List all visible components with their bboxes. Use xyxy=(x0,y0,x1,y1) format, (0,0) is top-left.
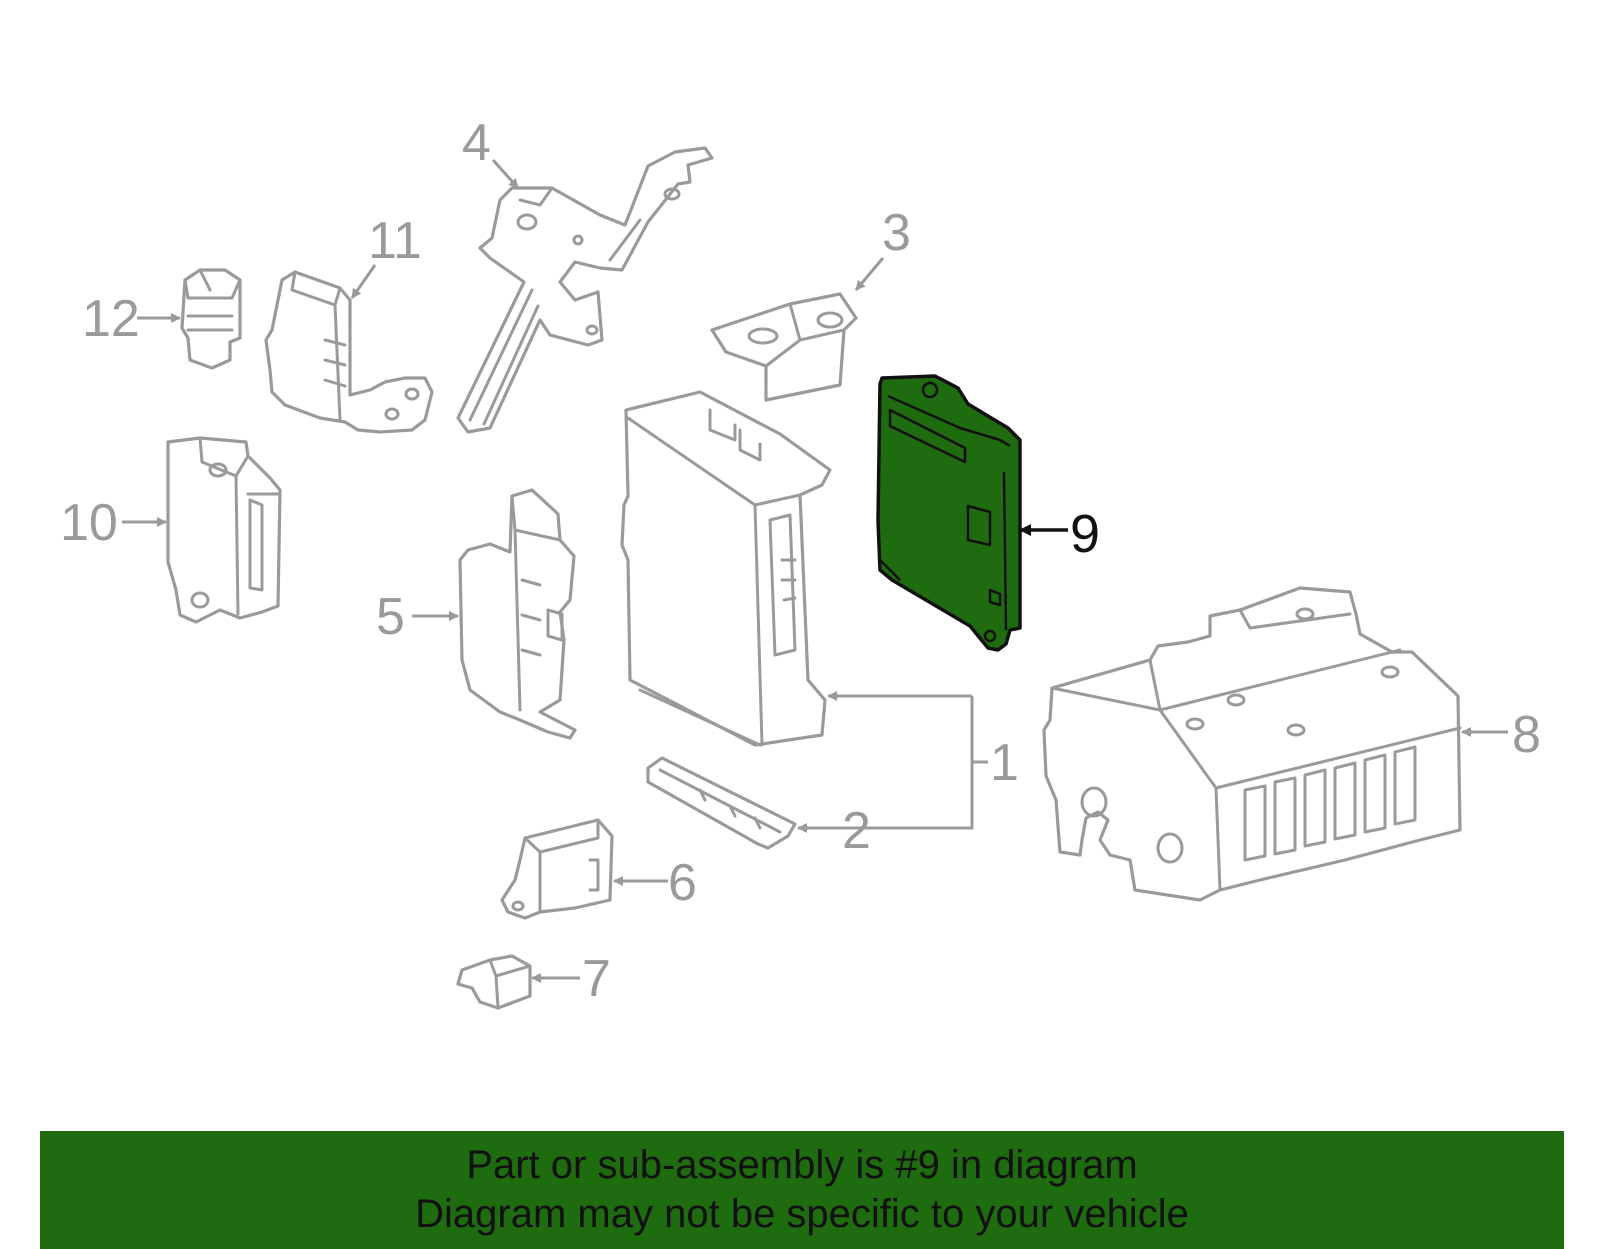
callout-10: 10 xyxy=(60,494,118,552)
leader-lines xyxy=(122,159,1508,983)
callout-numbers: 4 3 11 12 10 5 1 2 6 7 8 9 xyxy=(60,114,1541,1008)
part-2-cover xyxy=(646,756,797,850)
callout-12: 12 xyxy=(82,290,140,348)
part-7-clip xyxy=(456,954,532,1010)
part-8-fuse-box xyxy=(1042,586,1462,902)
callout-4: 4 xyxy=(462,114,491,172)
part-11-relay-bracket xyxy=(264,270,434,434)
part-1-junction-block xyxy=(620,390,832,747)
callout-8: 8 xyxy=(1512,706,1541,764)
info-banner: Part or sub-assembly is #9 in diagram Di… xyxy=(40,1131,1564,1249)
part-12-relay xyxy=(180,268,242,370)
part-10-relay-bracket xyxy=(166,436,282,624)
callout-11: 11 xyxy=(368,212,422,270)
callout-5: 5 xyxy=(376,588,405,646)
banner-line-1: Part or sub-assembly is #9 in diagram xyxy=(466,1143,1138,1187)
callout-7: 7 xyxy=(582,950,611,1008)
callout-6: 6 xyxy=(668,854,697,912)
callout-3: 3 xyxy=(882,204,911,262)
callout-2: 2 xyxy=(842,802,871,860)
part-6-relay xyxy=(500,818,614,920)
part-5-connector-block xyxy=(458,488,577,740)
callout-9: 9 xyxy=(1070,504,1100,564)
callout-1: 1 xyxy=(990,734,1019,792)
part-4-bracket xyxy=(456,146,714,434)
part-3-bracket xyxy=(710,292,858,402)
part-9-module-highlighted xyxy=(876,374,1022,652)
banner-line-2: Diagram may not be specific to your vehi… xyxy=(415,1192,1189,1236)
